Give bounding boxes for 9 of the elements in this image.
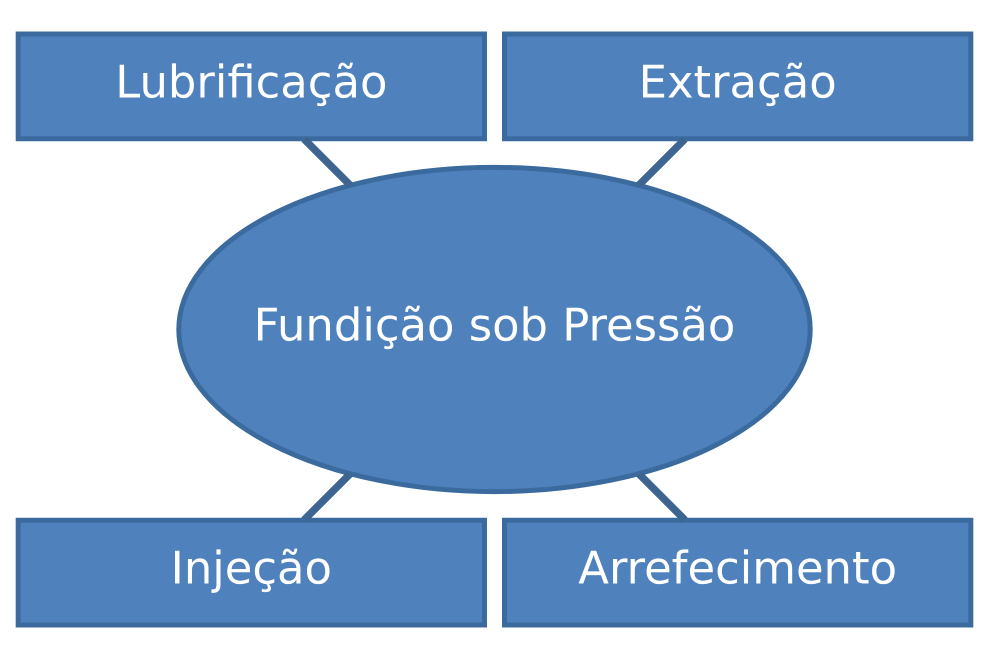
node-box: Injeção <box>16 518 487 628</box>
connector <box>301 471 353 523</box>
node-ellipse: Fundição sob Pressão <box>176 164 813 494</box>
connector <box>301 136 353 188</box>
node-box: Extração <box>502 31 974 142</box>
connector <box>636 471 688 523</box>
connector <box>636 136 688 188</box>
node-box: Lubrificação <box>16 31 487 142</box>
node-box: Arrefecimento <box>502 518 974 628</box>
